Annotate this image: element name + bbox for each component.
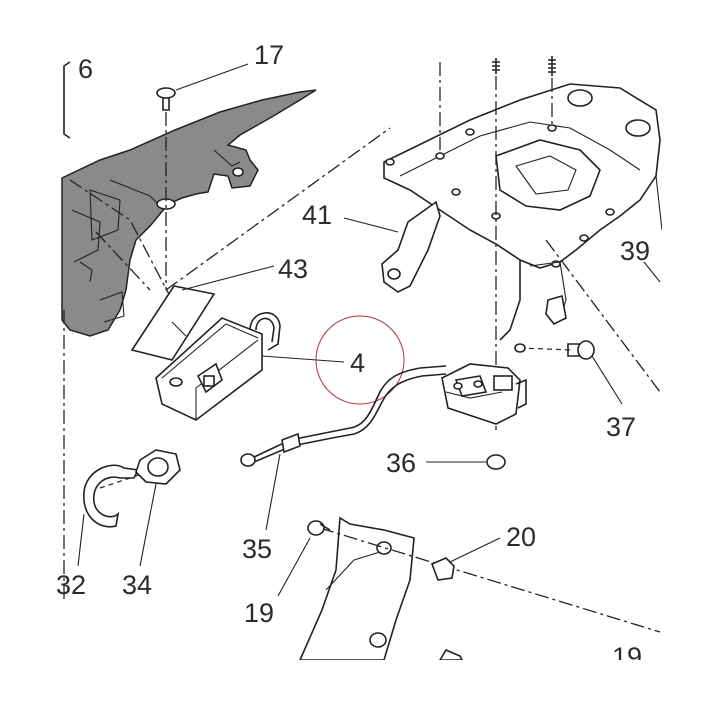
leader-43	[181, 265, 275, 291]
leader-19	[277, 537, 311, 597]
callout-32: 32	[56, 570, 86, 600]
callout-37: 37	[606, 412, 636, 442]
callout-36: 36	[386, 448, 416, 478]
axis-line	[545, 239, 661, 393]
bolt-37	[514, 340, 595, 360]
left-margin	[0, 0, 56, 720]
clamp-32	[83, 464, 149, 528]
group-bracket	[63, 61, 71, 139]
bottom-margin	[0, 660, 720, 720]
leader-32	[77, 513, 85, 567]
leader-41	[343, 217, 399, 233]
callout-20: 20	[506, 522, 536, 552]
highlight-circle	[315, 315, 405, 405]
leader-4	[261, 355, 345, 363]
nut-36	[486, 454, 506, 470]
callout-35: 35	[242, 534, 272, 564]
clip-20	[430, 557, 455, 581]
leader-39	[643, 261, 661, 283]
leader-37	[591, 355, 623, 405]
leader-20	[449, 537, 501, 563]
axis-line	[519, 347, 573, 351]
callout-39: 39	[620, 236, 650, 266]
control-unit-4	[155, 312, 281, 421]
right-margin	[662, 0, 720, 720]
callout-17: 17	[254, 40, 284, 70]
axis-line	[69, 179, 173, 301]
side-cover-panel	[61, 89, 317, 337]
callout-43: 43	[278, 254, 308, 284]
screw-17	[156, 87, 176, 210]
latch-assembly	[441, 363, 527, 425]
axis-line	[319, 527, 661, 633]
lower-panel	[298, 516, 464, 661]
cable-35	[240, 365, 447, 467]
axis-line	[165, 127, 391, 291]
callout-4: 4	[350, 348, 365, 378]
nut-34	[135, 449, 181, 485]
frame-bracket-41	[381, 83, 663, 341]
leader-34	[139, 483, 157, 567]
callout-34: 34	[122, 570, 152, 600]
screw-19	[307, 520, 331, 536]
callout-19: 19	[244, 598, 274, 628]
leader-35	[265, 453, 281, 531]
callout-41: 41	[302, 200, 332, 230]
leader-17	[175, 63, 249, 91]
pad-43	[130, 285, 216, 361]
axis-line	[95, 231, 151, 291]
callout-6: 6	[78, 54, 93, 84]
